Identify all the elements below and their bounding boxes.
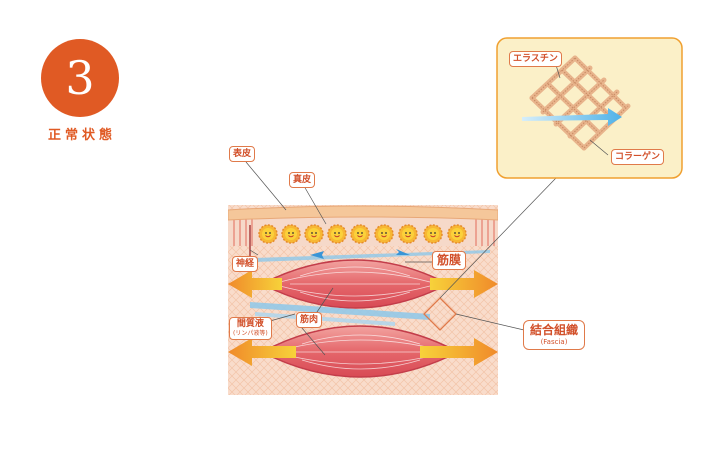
step-badge: 3 [41,39,119,117]
label-interstitial-fluid: 間質液 (リンパ液等) [229,317,272,340]
small-blue-arrows [310,249,410,259]
dermis-stripes [233,218,495,246]
step-title: 正常状態 [47,128,116,143]
label-collagen: コラーゲン [611,149,665,165]
label-fascia-membrane: 筋膜 [432,251,467,270]
inset-leader-lines [555,64,609,156]
label-epidermis: 表皮 [229,146,256,162]
label-elastin: エラスチン [509,51,562,67]
label-interstitial-fluid-main: 間質液 [236,319,264,329]
leader-lines [245,161,557,356]
label-nerve: 神経 [232,256,259,272]
label-connective-tissue-note: (Fascia) [540,338,568,346]
label-connective-tissue: 結合組織 (Fascia) [523,320,586,350]
fluid-flow-arrow [522,108,622,126]
fiber-mesh [529,55,631,151]
step-number: 3 [65,51,95,105]
muscle-upper [260,259,450,309]
inset-panel [496,37,683,179]
label-interstitial-fluid-note: (リンパ液等) [233,330,268,337]
fluid-streak-upper [255,250,490,262]
tension-arrows [228,270,498,366]
fascia-marker [423,297,457,331]
tissue-cross-section [228,205,498,395]
label-dermis: 真皮 [289,172,316,188]
label-connective-tissue-main: 結合組織 [530,323,579,337]
fluid-streak-lower [250,302,430,320]
label-muscle: 筋肉 [296,312,323,328]
fibroblast-cells [258,224,467,244]
